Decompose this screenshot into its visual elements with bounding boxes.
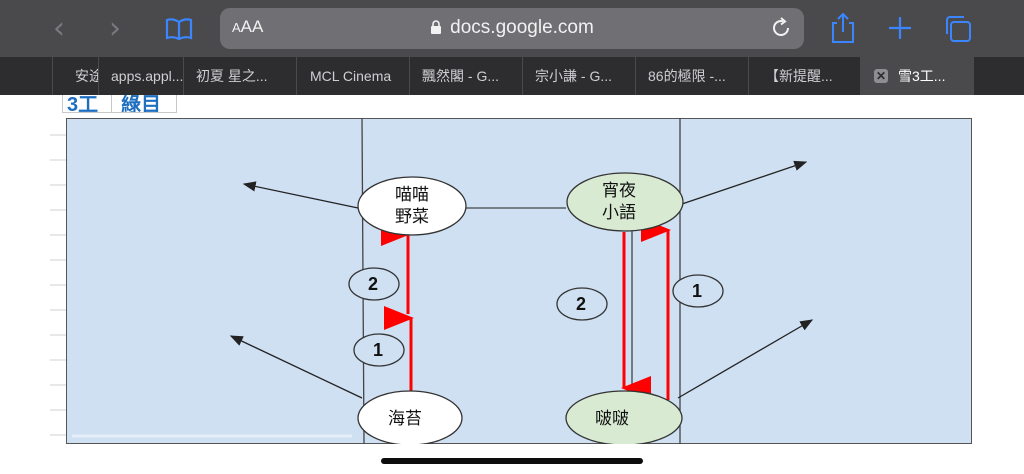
- step-badge: 1: [672, 274, 724, 308]
- arrow: [242, 181, 359, 209]
- node-xiaoye: 宵夜 小語: [566, 172, 684, 232]
- badge-label: 2: [576, 294, 586, 314]
- address-bar[interactable]: AAA docs.google.com: [220, 8, 804, 49]
- row-gutter: [50, 123, 66, 443]
- sheet-tab-1[interactable]: 3工: [67, 95, 99, 113]
- tab-label: 初夏 星之...: [196, 68, 268, 84]
- relationship-diagram: 喵喵 野菜 宵夜 小語 海苔 啵啵 2 1 2: [66, 118, 972, 444]
- aa-text: AA: [240, 17, 264, 36]
- url-display[interactable]: docs.google.com: [220, 17, 804, 39]
- browser-toolbar: ‹ › AAA docs.google.com: [0, 0, 1024, 57]
- reload-icon[interactable]: [768, 15, 794, 41]
- tab-label: apps.appl...: [111, 68, 183, 84]
- tab-label: 宗小謙 - G...: [535, 68, 612, 84]
- tab-label: 安途: [75, 68, 98, 84]
- arrow: [681, 160, 808, 205]
- arrow: [229, 335, 363, 399]
- tab-label: 飄然閣 - G...: [422, 68, 499, 84]
- tab-5[interactable]: 宗小謙 - G...: [522, 57, 635, 95]
- node-label: 啵啵: [595, 409, 629, 429]
- tabs-overview-icon[interactable]: [943, 14, 973, 44]
- tab-7[interactable]: 【新提醒...: [748, 57, 860, 95]
- url-text: docs.google.com: [450, 17, 594, 38]
- node-haitai: 海苔: [357, 390, 463, 444]
- badge-label: 2: [368, 274, 378, 294]
- bookmarks-icon[interactable]: [164, 16, 194, 42]
- tab-2[interactable]: 初夏 星之...: [183, 57, 296, 95]
- page-content: 3工 綠目: [0, 95, 1024, 474]
- close-tab-icon[interactable]: ✕: [874, 69, 888, 83]
- sheet-tab-bar: 3工 綠目: [62, 95, 177, 113]
- tab-label: 86的極限 -...: [648, 68, 726, 84]
- tab-4[interactable]: 飄然閣 - G...: [409, 57, 522, 95]
- node-label: 野菜: [395, 207, 429, 227]
- arrow: [677, 319, 814, 399]
- new-tab-icon[interactable]: [887, 15, 913, 41]
- reader-text-size-button[interactable]: AAA: [232, 17, 263, 37]
- home-indicator[interactable]: [381, 458, 643, 464]
- tab-strip: 安途 apps.appl... 初夏 星之... MCL Cinema 飄然閣 …: [0, 57, 1024, 95]
- back-icon[interactable]: ‹: [53, 11, 65, 46]
- sheet-tab-2[interactable]: 綠目: [121, 95, 161, 113]
- forward-icon[interactable]: ›: [109, 11, 121, 46]
- tab-3[interactable]: MCL Cinema: [296, 57, 409, 95]
- tab-1[interactable]: apps.appl...: [98, 57, 183, 95]
- tab-label: 【新提醒...: [765, 68, 833, 84]
- node-bobo: 啵啵: [565, 390, 683, 444]
- node-label: 海苔: [388, 409, 422, 429]
- tab-6[interactable]: 86的極限 -...: [635, 57, 748, 95]
- lock-icon: [430, 18, 442, 34]
- tab-label: MCL Cinema: [310, 68, 392, 84]
- badge-label: 1: [373, 340, 383, 360]
- node-miaomiao: 喵喵 野菜: [357, 176, 467, 236]
- share-icon[interactable]: [830, 12, 856, 44]
- aa-small: A: [232, 20, 241, 35]
- tab-0[interactable]: 安途: [52, 57, 98, 95]
- step-badge: 2: [556, 287, 608, 321]
- tab-8-active[interactable]: ✕ 雪3工...: [860, 57, 974, 95]
- step-badge: 2: [348, 267, 400, 301]
- step-badge: 1: [353, 333, 405, 367]
- tab-label: 雪3工...: [898, 68, 946, 84]
- sheet-tab-divider: [111, 95, 112, 112]
- diagram-background: [66, 118, 972, 444]
- badge-label: 1: [692, 281, 702, 301]
- node-label: 小語: [602, 203, 636, 223]
- node-label: 宵夜: [602, 181, 636, 201]
- node-label: 喵喵: [395, 185, 429, 205]
